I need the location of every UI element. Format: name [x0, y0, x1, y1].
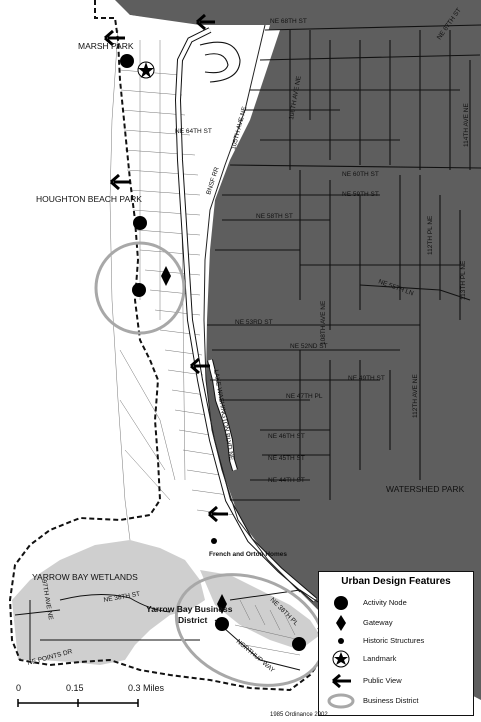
activity-node-icon [334, 596, 348, 610]
scale-tick: 0.3 Miles [128, 683, 165, 693]
street-label: NORTHUP WAY [235, 638, 277, 675]
business-district-houghton [94, 241, 186, 335]
scale-bar: 0 0.15 0.3 Miles [10, 683, 210, 713]
legend-label: Public View [363, 676, 402, 685]
place-label-french-orton: French and Orton Homes [209, 551, 287, 558]
activity-node-yarrow-1 [215, 617, 229, 631]
subdivision-loops [199, 41, 241, 83]
scale-tick: 0.15 [66, 683, 84, 693]
activity-node-yarrow-2 [292, 637, 306, 651]
scale-tick: 0 [16, 683, 22, 693]
parcels-yarrow [200, 570, 320, 650]
legend-label: Activity Node [363, 598, 407, 607]
place-label-watershed: WATERSHED PARK [386, 484, 465, 494]
street-label: NE 59TH ST [342, 191, 379, 198]
east-streets [207, 24, 481, 501]
wetlands-area [12, 540, 205, 665]
public-view-arrows [104, 13, 228, 523]
street-label: NE 64TH ST [175, 128, 212, 135]
place-label-houghton: HOUGHTON BEACH PARK [36, 194, 142, 204]
diamond-icon [336, 615, 346, 631]
dot-icon [338, 638, 344, 644]
gateway-diamond-2 [217, 594, 227, 614]
gateway-diamond-1 [161, 266, 171, 286]
legend-title: Urban Design Features [341, 576, 451, 587]
legend-label: Business District [363, 696, 419, 705]
street-label: 112TH AVE NE [412, 374, 419, 418]
street-label: NE 49TH ST [348, 375, 385, 382]
street-label: NE 52ND ST [290, 343, 328, 350]
historic-structure [211, 538, 217, 544]
scale-line [17, 699, 139, 707]
legend-item-landmark: Landmark [319, 650, 473, 668]
street-label: NE 68TH ST [270, 18, 307, 25]
place-label-yarrow-district: Yarrow Bay Business [146, 604, 233, 614]
street-label: NE 46TH ST [268, 433, 305, 440]
street-label: NE 60TH ST [342, 171, 379, 178]
legend-item-public-view: Public View [319, 672, 473, 690]
star-icon [332, 650, 350, 668]
legend-item-business-district: Business District [319, 692, 473, 710]
street-label: NE 47TH PL [286, 393, 323, 400]
activity-node-houghton [133, 216, 147, 230]
activity-node-district [132, 283, 146, 297]
street-label: NE 45TH ST [268, 455, 305, 462]
place-label-marsh-park: MARSH PARK [78, 41, 134, 51]
ordinance-note: 1985 Ordinance 2902 [270, 712, 328, 718]
ellipse-icon [327, 693, 355, 709]
street-label: NE 44TH ST [268, 477, 305, 484]
neighborhood-boundary [8, 0, 327, 692]
street-label: 112TH PL NE [427, 215, 434, 255]
street-label: 108TH AVE NE [320, 300, 327, 345]
street-label: NE 53RD ST [235, 319, 273, 326]
place-label-yarrow-district-2: District [178, 615, 207, 625]
street-label: NE 58TH ST [256, 213, 293, 220]
legend-item-gateway: Gateway [319, 614, 473, 632]
street-label: 114TH AVE NE [463, 103, 470, 147]
legend-label: Landmark [363, 654, 397, 663]
left-arrow-icon [332, 673, 351, 689]
legend: Urban Design Features Activity Node Gate… [318, 571, 474, 716]
yarrow-parcels [234, 599, 301, 656]
legend-label: Gateway [363, 618, 393, 627]
landmark-star [137, 61, 155, 79]
shoreline [109, 29, 131, 541]
corridor-area [118, 15, 320, 640]
legend-item-activity-node: Activity Node [319, 594, 473, 612]
legend-item-historic: Historic Structures [319, 632, 473, 650]
yarrow-streets [14, 589, 331, 671]
bnsf-railway [203, 24, 301, 593]
legend-label: Historic Structures [363, 636, 425, 645]
place-label-wetlands: YARROW BAY WETLANDS [32, 572, 138, 582]
activity-node-marsh [120, 54, 134, 68]
street-label: 113TH PL NE [460, 260, 467, 300]
